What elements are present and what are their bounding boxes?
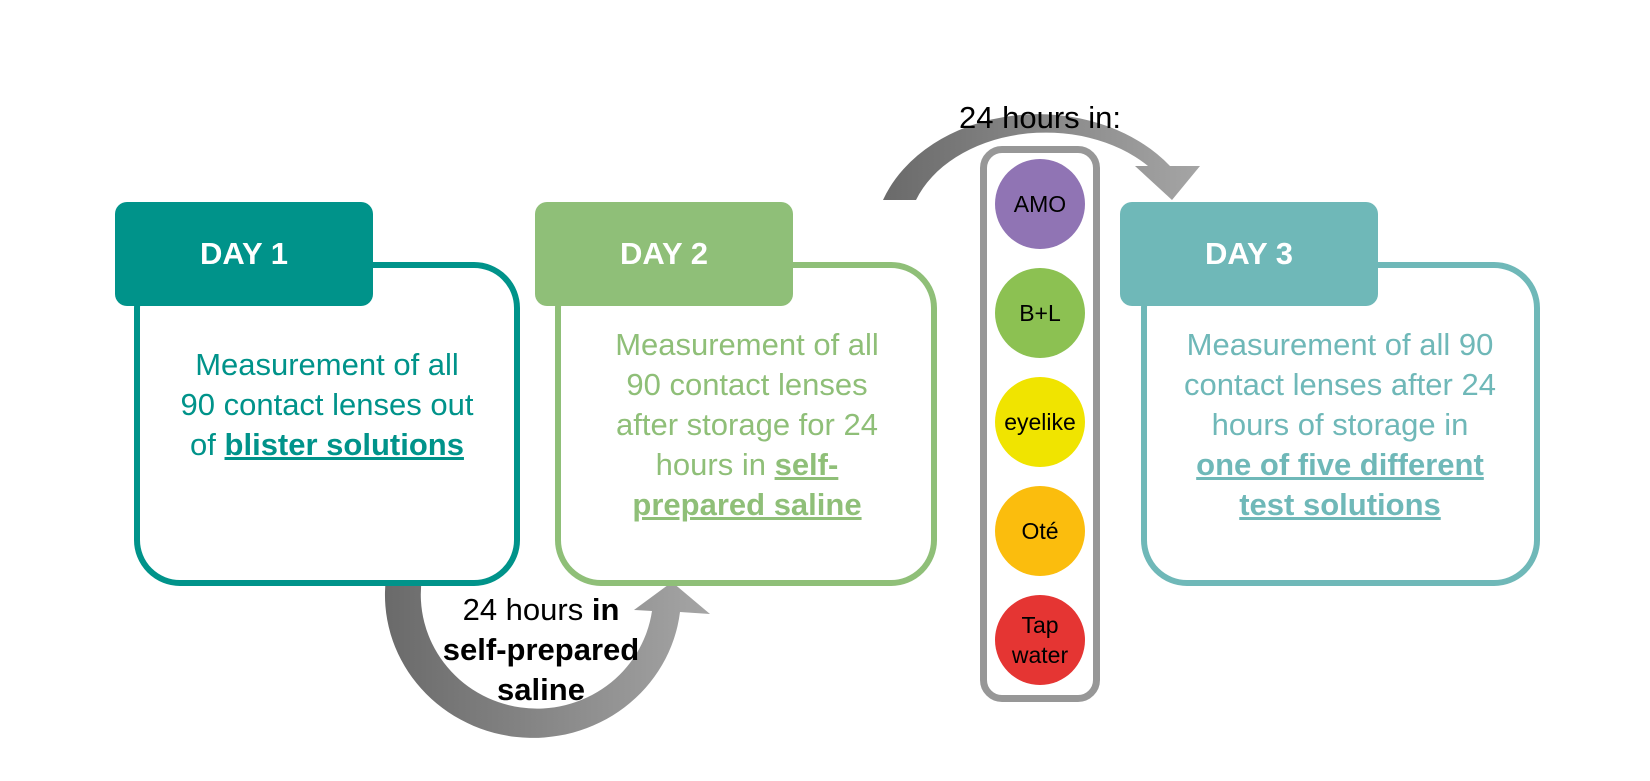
transition2-label: 24 hours in: (959, 100, 1121, 135)
day2-description: Measurement of all 90 contact lenses aft… (570, 325, 924, 525)
transition1-label: 24 hours in self-prepared saline (400, 590, 682, 710)
transition1-emphasis-1: in (591, 592, 620, 627)
day1-tab-label: DAY 1 (200, 236, 288, 271)
solution-label: Tap water (1012, 610, 1068, 670)
solution-label-line1: Tap (1021, 612, 1059, 638)
solution-label: B+L (1019, 298, 1061, 328)
day2-tab: DAY 2 (535, 202, 793, 306)
solution-label-line1: Oté (1021, 518, 1059, 544)
day1-description: Measurement of all 90 contact lenses out… (150, 345, 504, 465)
day3-emphasis-2: test solutions (1239, 487, 1441, 522)
solution-circle: AMO (995, 159, 1085, 249)
transition1-prefix: 24 hours (462, 592, 584, 627)
solution-label: eyelike (1004, 407, 1076, 437)
day1-line1: Measurement of all (195, 347, 459, 382)
transition1-emphasis-2: self-prepared (442, 632, 640, 667)
day2-tab-label: DAY 2 (620, 236, 708, 271)
solution-label: AMO (1014, 189, 1066, 219)
day1-line3-prefix: of (190, 427, 216, 462)
day3-emphasis-1: one of five different (1196, 447, 1484, 482)
solution-circle: Oté (995, 486, 1085, 576)
day1-line2: 90 contact lenses out (180, 387, 474, 422)
solution-circle: eyelike (995, 377, 1085, 467)
day3-line2: contact lenses after 24 (1184, 367, 1496, 402)
solution-circle: B+L (995, 268, 1085, 358)
day3-line3: hours of storage in (1211, 407, 1469, 442)
solution-circle: Tap water (995, 595, 1085, 685)
day3-description: Measurement of all 90 contact lenses aft… (1155, 325, 1525, 525)
day1-emphasis: blister solutions (224, 427, 464, 462)
day1-tab: DAY 1 (115, 202, 373, 306)
day2-panel (555, 262, 937, 586)
day2-line3: after storage for 24 (616, 407, 878, 442)
day2-emphasis-2: prepared saline (632, 487, 862, 522)
day3-tab-label: DAY 3 (1205, 236, 1293, 271)
solution-label-line1: B+L (1019, 300, 1061, 326)
day3-tab: DAY 3 (1120, 202, 1378, 306)
solution-label: Oté (1021, 516, 1058, 546)
day2-emphasis-1: self- (774, 447, 839, 482)
arrow-day2-to-day3 (883, 114, 1200, 200)
day2-line1: Measurement of all (615, 327, 879, 362)
day3-line1: Measurement of all 90 (1186, 327, 1494, 362)
solution-label-line1: eyelike (1004, 409, 1076, 435)
day2-line2: 90 contact lenses (626, 367, 868, 402)
solution-label-line1: AMO (1013, 191, 1067, 217)
day2-line4-prefix: hours in (655, 447, 766, 482)
transition1-emphasis-3: saline (497, 672, 585, 707)
arrow-day1-to-day2 (384, 578, 710, 738)
solution-label-line2: water (1011, 642, 1069, 668)
